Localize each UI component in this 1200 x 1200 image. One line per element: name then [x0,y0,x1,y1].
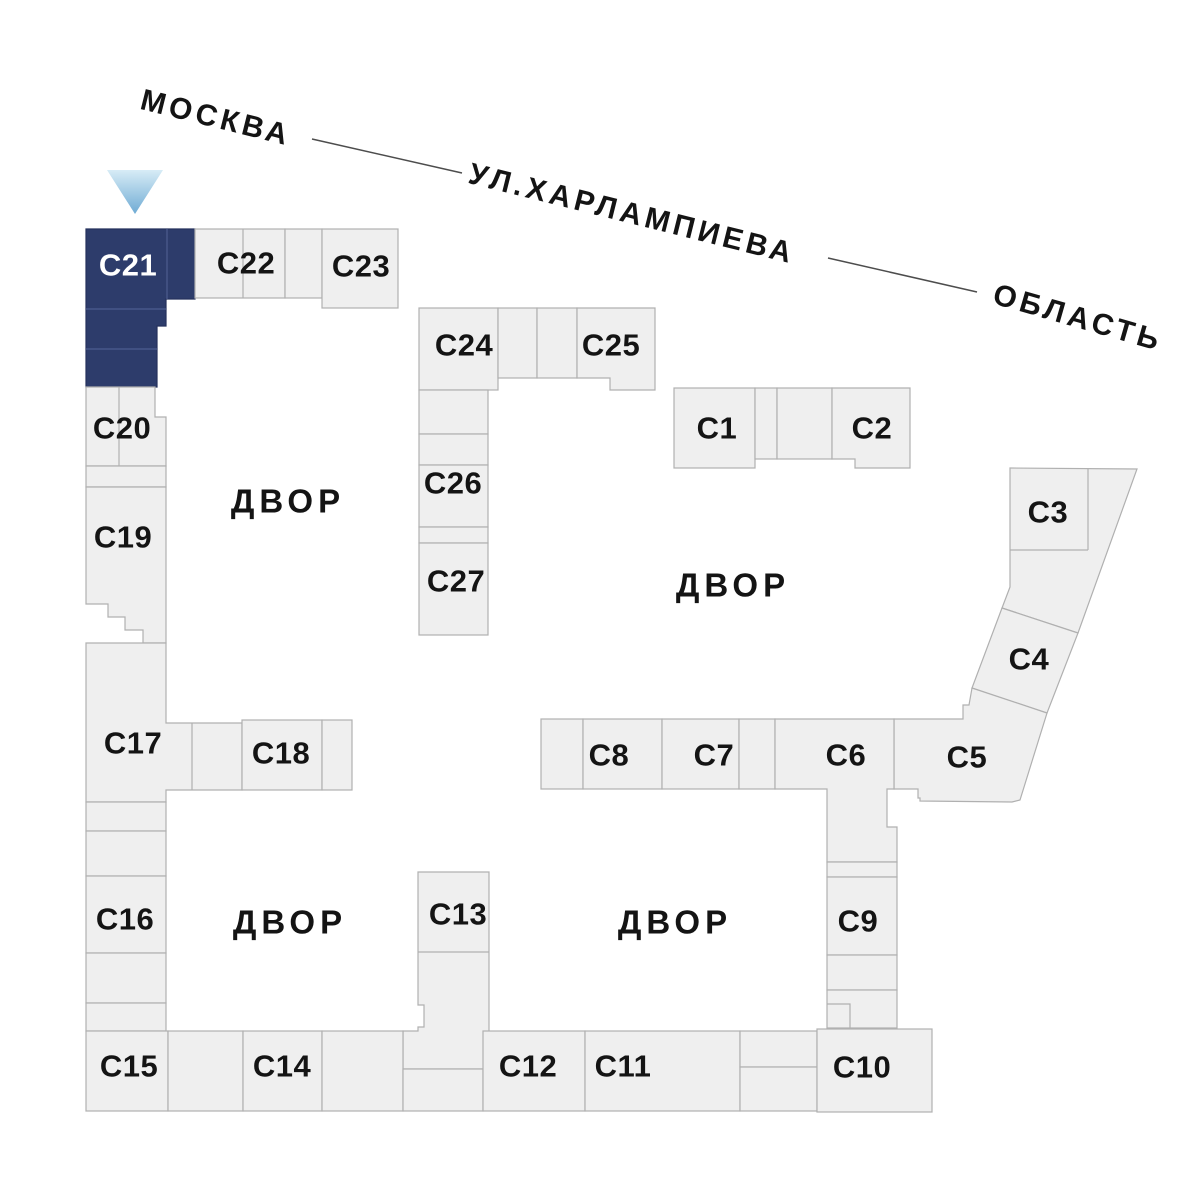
building-c16-shape[interactable] [85,875,167,954]
street-label-oblast: ОБЛАСТЬ [989,278,1166,358]
building-segment [776,387,833,460]
building-c12[interactable]: С12 [482,1030,586,1112]
courtyard-labels: ДВОР ДВОР ДВОР ДВОР [231,483,790,941]
building-segment [402,1068,484,1112]
selected-building-pointer-icon [107,170,163,214]
building-c19[interactable]: С19 [85,486,167,644]
building-c18[interactable]: С18 [241,719,323,791]
building-segment [418,526,489,544]
building-segment [418,433,489,466]
building-c15-shape[interactable] [85,1030,169,1112]
building-segment [739,1066,818,1112]
building-c26[interactable]: С26 [418,464,489,528]
building-segment [497,307,538,379]
street-label-kharlampieva: УЛ.ХАРЛАМПИЕВА [465,157,798,270]
building-c20[interactable]: С20 [85,386,167,467]
street-label-moscow: МОСКВА [137,83,295,152]
courtyard-label: ДВОР [231,483,345,520]
street-line [827,257,978,293]
building-c17[interactable]: С17 [85,642,243,803]
building-c11[interactable]: С11 [584,1030,741,1112]
courtyard-label: ДВОР [233,904,347,941]
building-c8[interactable]: С8 [582,718,663,790]
building-c13-shape[interactable] [402,871,490,1070]
building-c5[interactable]: С5 [893,687,1048,803]
building-segment [738,718,776,790]
street-line [311,138,463,174]
building-segment [826,989,898,1029]
building-segment [826,954,898,991]
building-c26-shape[interactable] [418,464,489,528]
building-c24-shape[interactable] [418,307,499,391]
building-c27[interactable]: С27 [418,542,489,636]
building-segment [85,465,167,488]
building-c22[interactable]: С22 [194,228,286,299]
building-c18-shape[interactable] [241,719,323,791]
building-c9-shape[interactable] [826,876,898,956]
building-c10[interactable]: С10 [816,1028,933,1113]
courtyard-label: ДВОР [618,904,732,941]
building-c25-shape[interactable] [576,307,656,391]
building-c7[interactable]: С7 [661,718,740,790]
building-c3[interactable]: С3 [1001,467,1138,634]
building-c1[interactable]: С1 [673,387,756,469]
building-c25[interactable]: С25 [576,307,656,391]
building-c9[interactable]: С9 [826,876,898,956]
building-segment [321,719,353,791]
courtyard-label: ДВОР [676,567,790,604]
building-segment [85,801,167,832]
building-segment [85,952,167,1004]
building-segment [418,389,489,435]
building-segment-step [827,1003,851,1028]
building-c23-shape[interactable] [321,228,399,309]
building-segment [167,1030,244,1112]
building-c27-shape[interactable] [418,542,489,636]
building-c2-shape[interactable] [831,387,911,469]
building-c11-shape[interactable] [584,1030,741,1112]
building-c23[interactable]: С23 [321,228,399,309]
building-c1-shape[interactable] [673,387,756,469]
building-c20-shape[interactable] [85,386,167,467]
building-c8-shape[interactable] [582,718,663,790]
building-segment [739,1030,818,1068]
building-c5-shape[interactable] [893,687,1048,803]
building-c12-shape[interactable] [482,1030,586,1112]
building-c24[interactable]: С24 [418,307,499,391]
building-c19-shape[interactable] [85,486,167,644]
building-c17-shape[interactable] [85,642,243,803]
building-c10-shape[interactable] [816,1028,933,1113]
building-segment [536,307,578,379]
buildings: С21 С22 С23 С24 С25 С26 [85,228,1138,1113]
building-c22-shape[interactable] [194,228,286,299]
building-segment [284,228,323,299]
building-c6-shape[interactable] [774,718,898,863]
building-segment [754,387,778,460]
building-c14[interactable]: С14 [242,1030,323,1112]
building-segment [321,1030,404,1112]
building-c7-shape[interactable] [661,718,740,790]
building-c2[interactable]: С2 [831,387,911,469]
building-segment [540,718,584,790]
building-c13[interactable]: С13 [402,871,490,1070]
building-c16[interactable]: С16 [85,875,167,954]
building-segment [85,830,167,877]
building-segment [826,861,898,878]
building-c21-shape[interactable] [85,228,196,388]
selected-building-marker [107,170,163,214]
building-c6[interactable]: С6 [774,718,898,863]
building-c14-shape[interactable] [242,1030,323,1112]
building-c15[interactable]: С15 [85,1030,169,1112]
building-c21[interactable]: С21 [85,228,196,388]
building-segment [85,1002,167,1032]
